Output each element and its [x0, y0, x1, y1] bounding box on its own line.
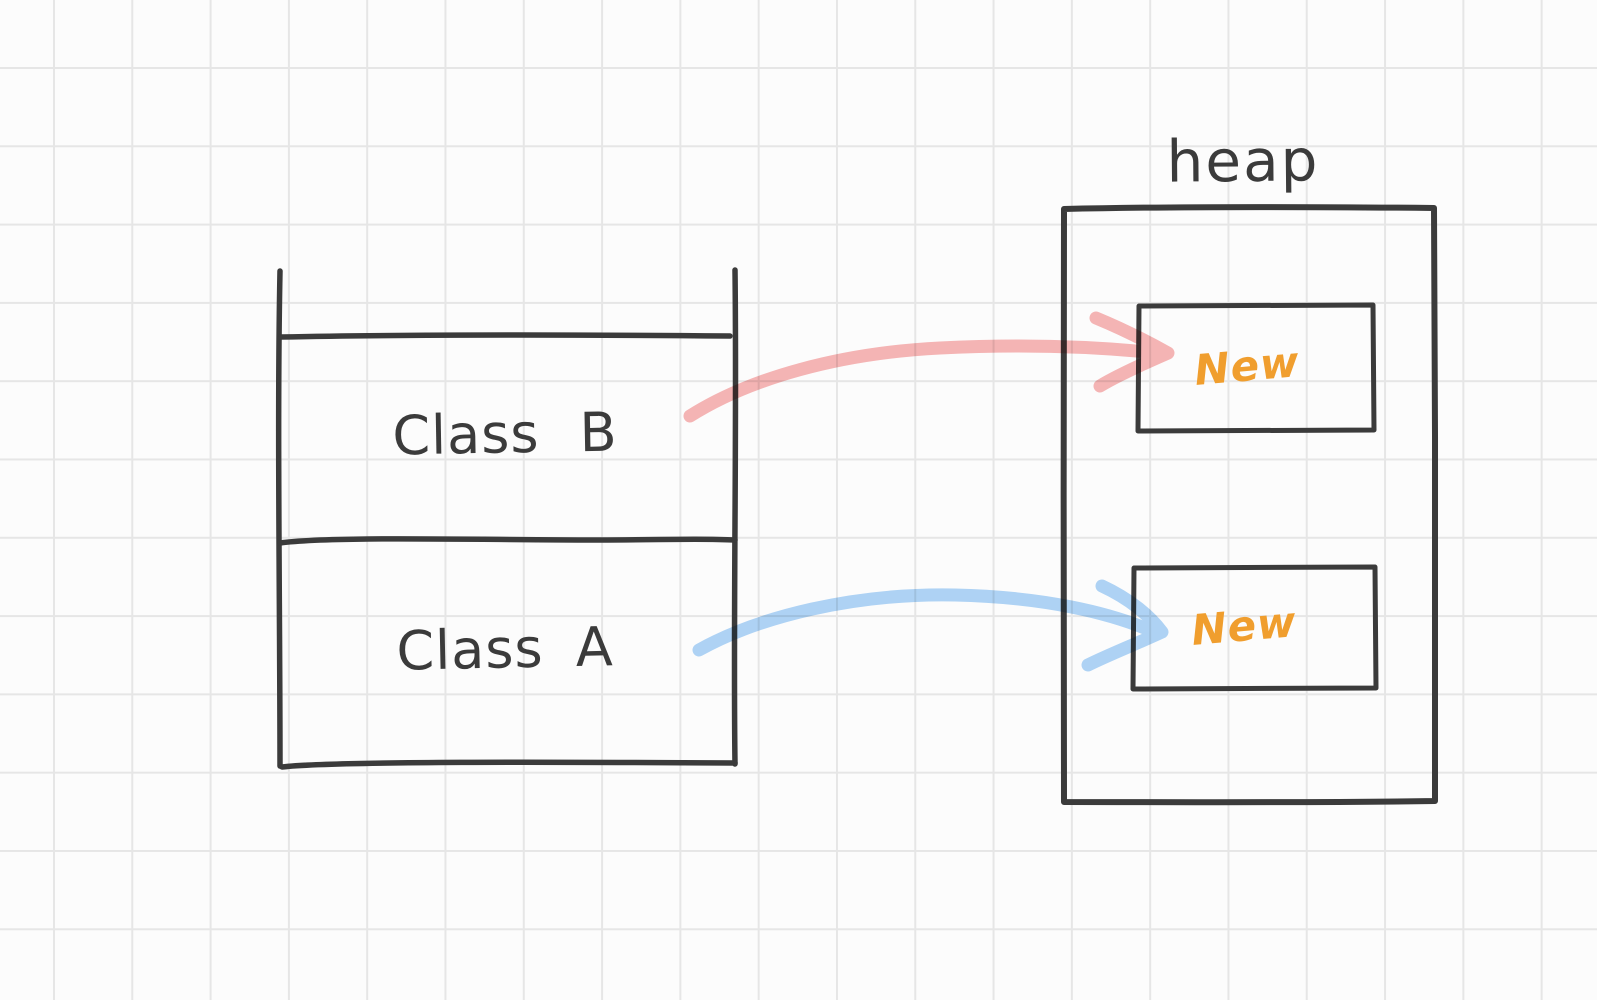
stack-frame-class-b-label: Class B: [391, 400, 619, 468]
heap-object-bottom-label: New: [1189, 596, 1299, 656]
stack-left-wall: [275, 268, 283, 769]
stack-right-wall: [731, 267, 739, 767]
heap-container-box: [1060, 204, 1439, 806]
stack-divider-line: [277, 536, 738, 546]
stack-frame-class-a-label: Class A: [395, 615, 615, 683]
arrow-classb-to-new-icon: [683, 311, 1175, 423]
arrow-classa-to-new-icon: [692, 579, 1169, 672]
heap-object-box-top: [1135, 302, 1377, 434]
stack-top-line: [278, 332, 733, 340]
heap-label: heap: [1166, 126, 1320, 196]
heap-object-top-label: New: [1192, 336, 1302, 396]
stack-bottom-line: [279, 759, 738, 770]
